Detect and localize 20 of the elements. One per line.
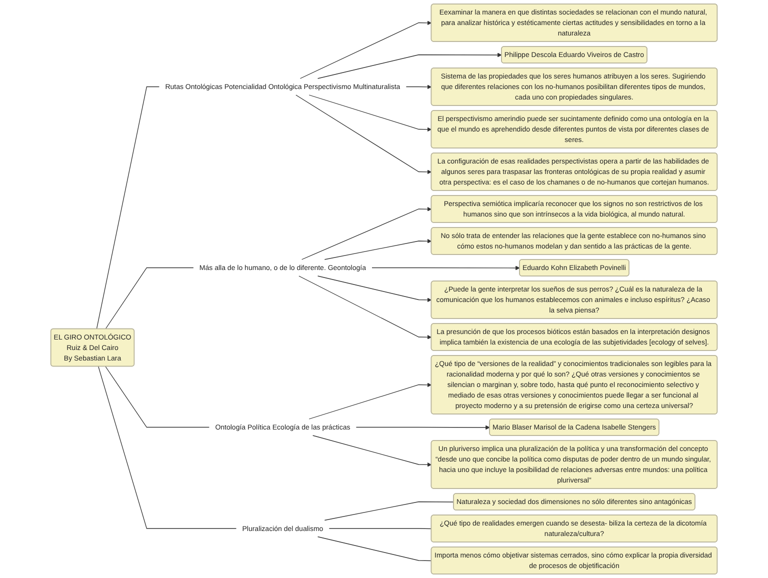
connector (328, 528, 432, 530)
arrow (317, 276, 432, 302)
arrow (317, 52, 502, 79)
arrow (298, 276, 432, 340)
arrow (301, 206, 432, 260)
arrow (324, 238, 432, 260)
arrow (312, 435, 432, 467)
connector (96, 86, 160, 330)
arrow (296, 94, 432, 174)
arrow (308, 94, 432, 132)
connector (98, 366, 237, 529)
connector (105, 366, 210, 428)
connector (105, 267, 194, 330)
arrow (300, 20, 432, 79)
arrow (372, 266, 520, 270)
arrow (308, 382, 432, 420)
arrow (356, 425, 490, 430)
connector (324, 501, 454, 521)
connector (317, 536, 432, 562)
arrow (406, 84, 432, 90)
